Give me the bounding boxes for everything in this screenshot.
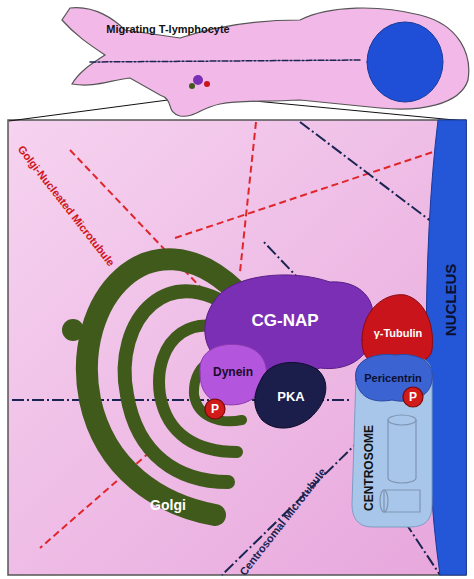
golgi-cisterna (194, 357, 255, 421)
protein-name: Dynein (213, 366, 253, 378)
organelle-name: CENTROSOME (363, 425, 375, 511)
zoom-box (183, 63, 223, 98)
zoom-panel (8, 120, 466, 575)
cell-title: Migrating T-lymphocyte (106, 24, 229, 35)
cell-microtubule (90, 60, 360, 62)
pka-shape (255, 362, 326, 428)
microtubule-label: Golgi-Nucleated Microtubule (16, 144, 117, 269)
golgi-cisterna (159, 325, 250, 452)
centriole (380, 490, 388, 512)
phospho-site: P (402, 386, 424, 408)
cell-protein-mark (193, 75, 203, 85)
phospho-site: P (204, 398, 226, 420)
microtubule-label: Centrosomal Microtubule (238, 466, 328, 577)
golgi-microtubule (240, 122, 256, 272)
organelle-name: NUCLEUS (443, 264, 458, 337)
cell-protein-mark (204, 81, 210, 87)
zoom-line (9, 98, 183, 121)
pka-protein: PKA (252, 356, 332, 436)
centriole (388, 415, 416, 425)
centriole (384, 490, 420, 512)
golgi-vesicle (62, 319, 84, 341)
pericentrin-protein: PericentrinP (352, 352, 436, 406)
protein-name: PKA (277, 390, 304, 403)
phospho-mark: P (409, 391, 417, 403)
centrosome: CENTROSOME PericentrinP (350, 355, 434, 530)
protein-name: γ-Tubulin (374, 328, 423, 339)
t-lymphocyte-cell: Migrating T-lymphocyte (55, 0, 474, 120)
centrosomal-microtubule (300, 122, 440, 228)
nucleus-shape (426, 120, 466, 575)
golgi-microtubule (175, 148, 445, 238)
phospho-mark: P (211, 403, 219, 415)
phospho-circle (205, 399, 225, 419)
protein-name: Pericentrin (364, 373, 421, 384)
organelle-name: Golgi (150, 498, 186, 512)
node-outline (55, 0, 474, 120)
cell-protein-mark (189, 83, 195, 89)
centriole (388, 420, 416, 483)
zoom-line (223, 98, 465, 121)
cell-body (62, 8, 469, 117)
phospho-circle (403, 387, 423, 407)
protein-name: CG-NAP (251, 312, 318, 329)
cell-nucleus (367, 22, 443, 102)
